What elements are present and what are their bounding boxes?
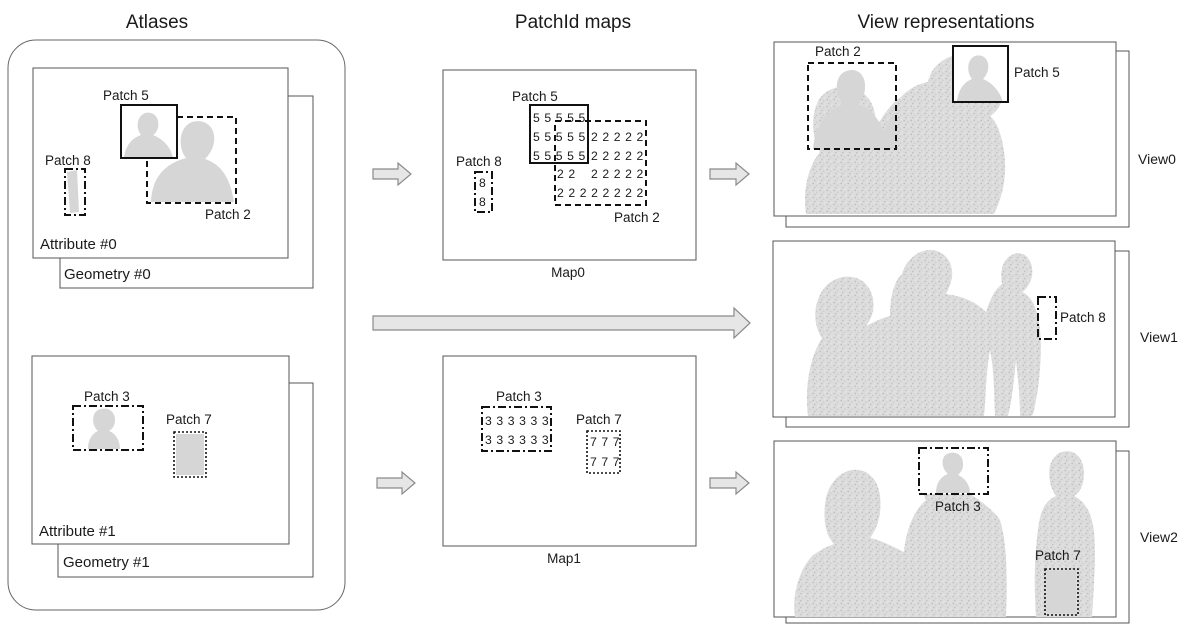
- map-0-patch-2-row-3: 2 2 2 2 2: [591, 167, 644, 181]
- map-1-patch-7-box: [586, 430, 621, 474]
- patch-5-silhouette: [124, 112, 173, 158]
- map-1-caption: Map1: [547, 551, 581, 566]
- view-2-patch-7-box: [1044, 568, 1079, 616]
- arrow-map0-to-view0: [709, 161, 750, 187]
- map-0-patch-2-box: [554, 120, 647, 206]
- patch-2-silhouette: [151, 121, 234, 202]
- map-0-patch-5-row-2: 5 5 5 5 5: [533, 130, 586, 144]
- map-1-patch-7-row-2: 7 7 7: [590, 455, 620, 469]
- patch-2-label: Patch 2: [205, 207, 251, 222]
- arrows: [372, 161, 751, 496]
- map-1-patch-3-label: Patch 3: [496, 389, 542, 404]
- view-2: Patch 3 Patch 7 View2: [773, 440, 1178, 624]
- map-0-patch-5-label: Patch 5: [512, 89, 558, 104]
- patch-5-label: Patch 5: [103, 88, 149, 103]
- patch-8-silhouette: [67, 170, 79, 213]
- map-0-patch-2-row-4-left: 2 2: [557, 167, 576, 181]
- patch-2-box: [146, 116, 237, 204]
- attribute-1-label: Attribute #1: [39, 523, 116, 540]
- patch-8-label: Patch 8: [45, 153, 91, 168]
- patch-3-label: Patch 3: [84, 389, 130, 404]
- map-1-patch-3-row-2: 3 3 3 3 3 3: [485, 433, 549, 447]
- patch-7-label: Patch 7: [166, 412, 212, 427]
- map-0-patch-5-row-3: 5 5 5 5 5: [533, 149, 586, 163]
- view-0-label: View0: [1138, 151, 1176, 167]
- map-0-patch-5-row-1: 5 5 5 5 5: [533, 111, 586, 125]
- view-2-patch-3-box: [918, 447, 989, 495]
- patch-7-silhouette: [176, 434, 204, 475]
- map-0-patch-2-label: Patch 2: [614, 210, 660, 225]
- map-0-patch-8-row-1: 8: [479, 176, 486, 190]
- arrow-map1-to-view2: [709, 470, 750, 496]
- view-2-patch-3-silhouette: [936, 452, 970, 493]
- map-0-patch-8-row-2: 8: [479, 195, 486, 209]
- arrow-atlases-to-view1: [372, 306, 751, 340]
- atlas-1: Geometry #1 Attribute #1 Patch 3 Patch 7: [31, 355, 314, 578]
- map-0-patch-2-row-5: 2 2 2 2 2 2 2 2: [557, 186, 644, 200]
- map-0-patch-8-label: Patch 8: [456, 154, 502, 169]
- attribute-0-label: Attribute #0: [40, 236, 117, 253]
- view-0-patch-2-silhouette: [813, 69, 896, 149]
- view-2-label: View2: [1140, 529, 1178, 545]
- attribute-0-frame: [32, 67, 289, 259]
- view-2-patch-7-silhouette: [1047, 571, 1076, 613]
- map-0-patch-8-box: [474, 171, 493, 213]
- view-1: Patch 8 View1: [772, 240, 1178, 428]
- view-0-patch-5-label: Patch 5: [1014, 65, 1060, 80]
- map-1-frame: [442, 355, 697, 547]
- view-0-patch-5-box: [952, 45, 1009, 103]
- patchid-maps-heading: PatchId maps: [515, 12, 631, 33]
- map-0-patch-2-row-2: 2 2 2 2 2: [591, 149, 644, 163]
- atlases-heading: Atlases: [126, 12, 188, 33]
- map-1-patch-3-box: [481, 406, 552, 452]
- map-1-patch-7-row-1: 7 7 7: [590, 435, 620, 449]
- view-1-people-silhouette: [806, 250, 1041, 416]
- patch-7-box: [173, 431, 207, 478]
- map-1-patch-3-row-1: 3 3 3 3 3 3: [485, 414, 549, 428]
- map-0-caption: Map0: [551, 265, 585, 280]
- patch-3-silhouette: [88, 408, 120, 449]
- arrow-atlas0-to-map0: [372, 161, 412, 187]
- atlas-0: Geometry #0 Attribute #0 Patch 2 Patch 5…: [32, 67, 314, 289]
- patch-5-box: [120, 104, 178, 159]
- view-0: Patch 2 Patch 5 View0: [773, 41, 1176, 228]
- view-1-patch-8-box: [1037, 296, 1057, 340]
- arrow-atlas1-to-map1: [376, 470, 416, 496]
- view-0-patch-2-label: Patch 2: [815, 44, 861, 59]
- map-0: Map0 Patch 5 5 5 5 5 5 5 5 5 5 5 5 5 5 5…: [442, 69, 697, 280]
- geometry-0-label: Geometry #0: [64, 266, 151, 283]
- view-2-patch-3-label: Patch 3: [935, 499, 981, 514]
- patch-3-box: [72, 405, 144, 451]
- map-1-patch-7-label: Patch 7: [576, 412, 622, 427]
- map-0-patch-2-row-1: 2 2 2 2 2: [591, 130, 644, 144]
- map-0-patch-5-box: [529, 104, 589, 164]
- view-2-patch-7-label: Patch 7: [1035, 548, 1081, 563]
- geometry-1-label: Geometry #1: [63, 554, 150, 571]
- view-1-label: View1: [1140, 329, 1178, 345]
- view-0-patch-2-box: [807, 62, 897, 150]
- patch-8-box: [64, 168, 86, 216]
- view-0-patch-5-silhouette: [957, 55, 1003, 102]
- view-representations-heading: View representations: [857, 12, 1034, 33]
- map-0-frame: [442, 69, 697, 261]
- view-1-patch-8-label: Patch 8: [1060, 310, 1106, 325]
- map-1: Map1 Patch 3 3 3 3 3 3 3 3 3 3 3 3 3 Pat…: [442, 355, 697, 566]
- attribute-1-frame: [31, 355, 290, 545]
